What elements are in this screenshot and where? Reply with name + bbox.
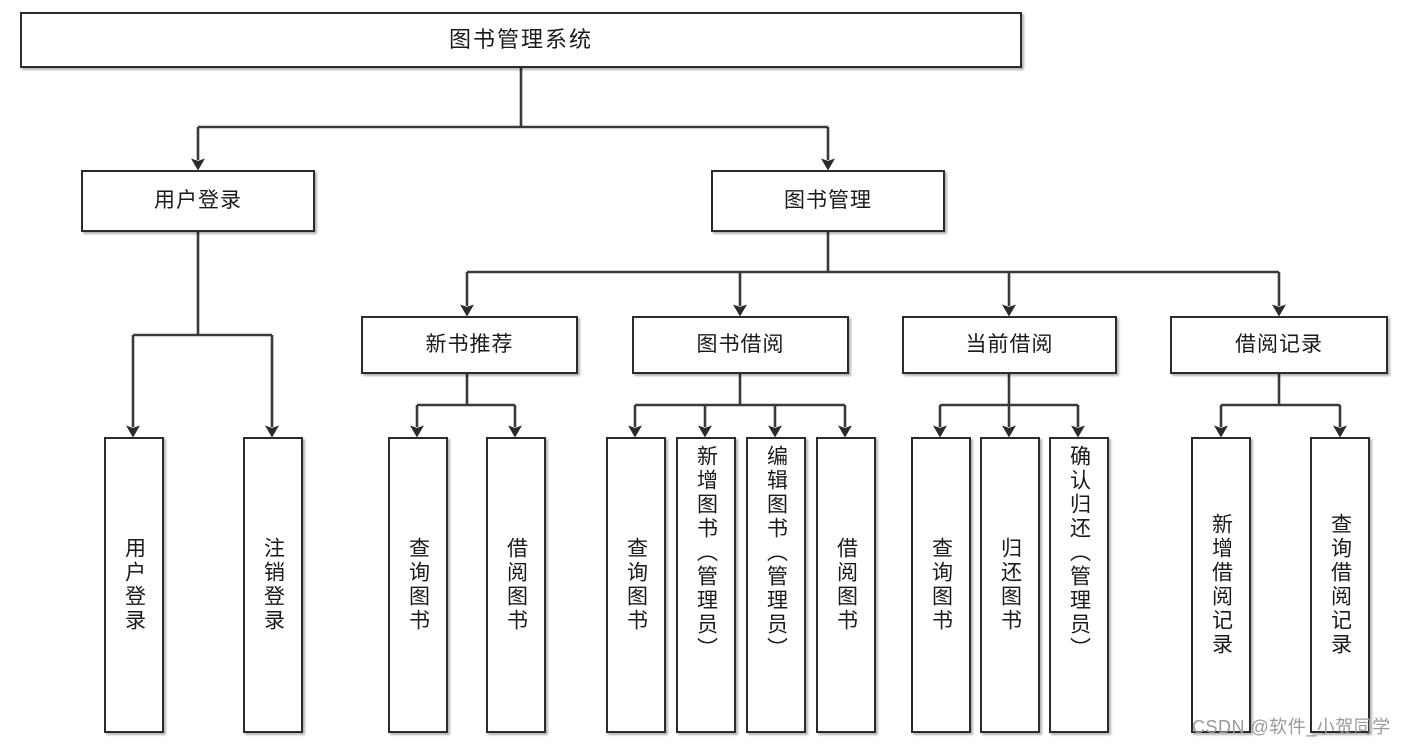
node-label: 借阅图书 [834, 537, 858, 633]
node-leaf-logout-login[interactable]: 注销登录 [243, 437, 303, 733]
node-user-login[interactable]: 用户登录 [81, 170, 315, 232]
node-book-management-system[interactable]: 图书管理系统 [20, 12, 1022, 68]
node-leaf-add-book[interactable]: 新增图书（管理员） [676, 437, 736, 733]
node-label: 图书借阅 [696, 332, 785, 356]
node-label: 用户登录 [154, 188, 242, 212]
node-leaf-edit-book[interactable]: 编辑图书（管理员） [746, 437, 806, 733]
node-new-book-recommend[interactable]: 新书推荐 [361, 316, 578, 374]
node-label: 借阅记录 [1235, 332, 1323, 356]
node-label: 借阅图书 [504, 537, 528, 633]
node-label: 查询图书 [929, 537, 953, 633]
node-leaf-query-book-1[interactable]: 查询图书 [388, 437, 448, 733]
node-label: 新书推荐 [425, 332, 514, 356]
node-label: 用户登录 [122, 537, 146, 633]
watermark-text: CSDN @软件_小贺同学 [1192, 717, 1391, 737]
node-label: 当前借阅 [965, 332, 1054, 356]
node-leaf-query-record[interactable]: 查询借阅记录 [1310, 437, 1370, 733]
node-label: 查询图书 [406, 537, 430, 633]
node-label: 新增图书（管理员） [694, 445, 718, 661]
node-label: 图书管理系统 [448, 27, 593, 53]
node-label: 确认归还（管理员） [1067, 445, 1091, 661]
node-borrow-record[interactable]: 借阅记录 [1170, 316, 1388, 374]
node-current-borrow[interactable]: 当前借阅 [902, 316, 1117, 374]
node-leaf-borrow-book-2[interactable]: 借阅图书 [816, 437, 876, 733]
node-leaf-user-login[interactable]: 用户登录 [104, 437, 164, 733]
node-label: 注销登录 [261, 537, 285, 633]
node-label: 归还图书 [998, 537, 1022, 633]
node-label: 编辑图书（管理员） [764, 445, 788, 661]
node-label: 图书管理 [784, 188, 872, 212]
node-label: 新增借阅记录 [1209, 513, 1233, 657]
node-leaf-confirm-return[interactable]: 确认归还（管理员） [1049, 437, 1109, 733]
node-leaf-query-book-3[interactable]: 查询图书 [911, 437, 971, 733]
node-label: 查询借阅记录 [1328, 513, 1352, 657]
node-book-management[interactable]: 图书管理 [711, 170, 945, 232]
node-leaf-query-book-2[interactable]: 查询图书 [606, 437, 666, 733]
node-leaf-borrow-book-1[interactable]: 借阅图书 [486, 437, 546, 733]
node-book-borrow[interactable]: 图书借阅 [632, 316, 849, 374]
node-leaf-return-book[interactable]: 归还图书 [980, 437, 1040, 733]
node-leaf-add-record[interactable]: 新增借阅记录 [1191, 437, 1251, 733]
node-label: 查询图书 [624, 537, 648, 633]
